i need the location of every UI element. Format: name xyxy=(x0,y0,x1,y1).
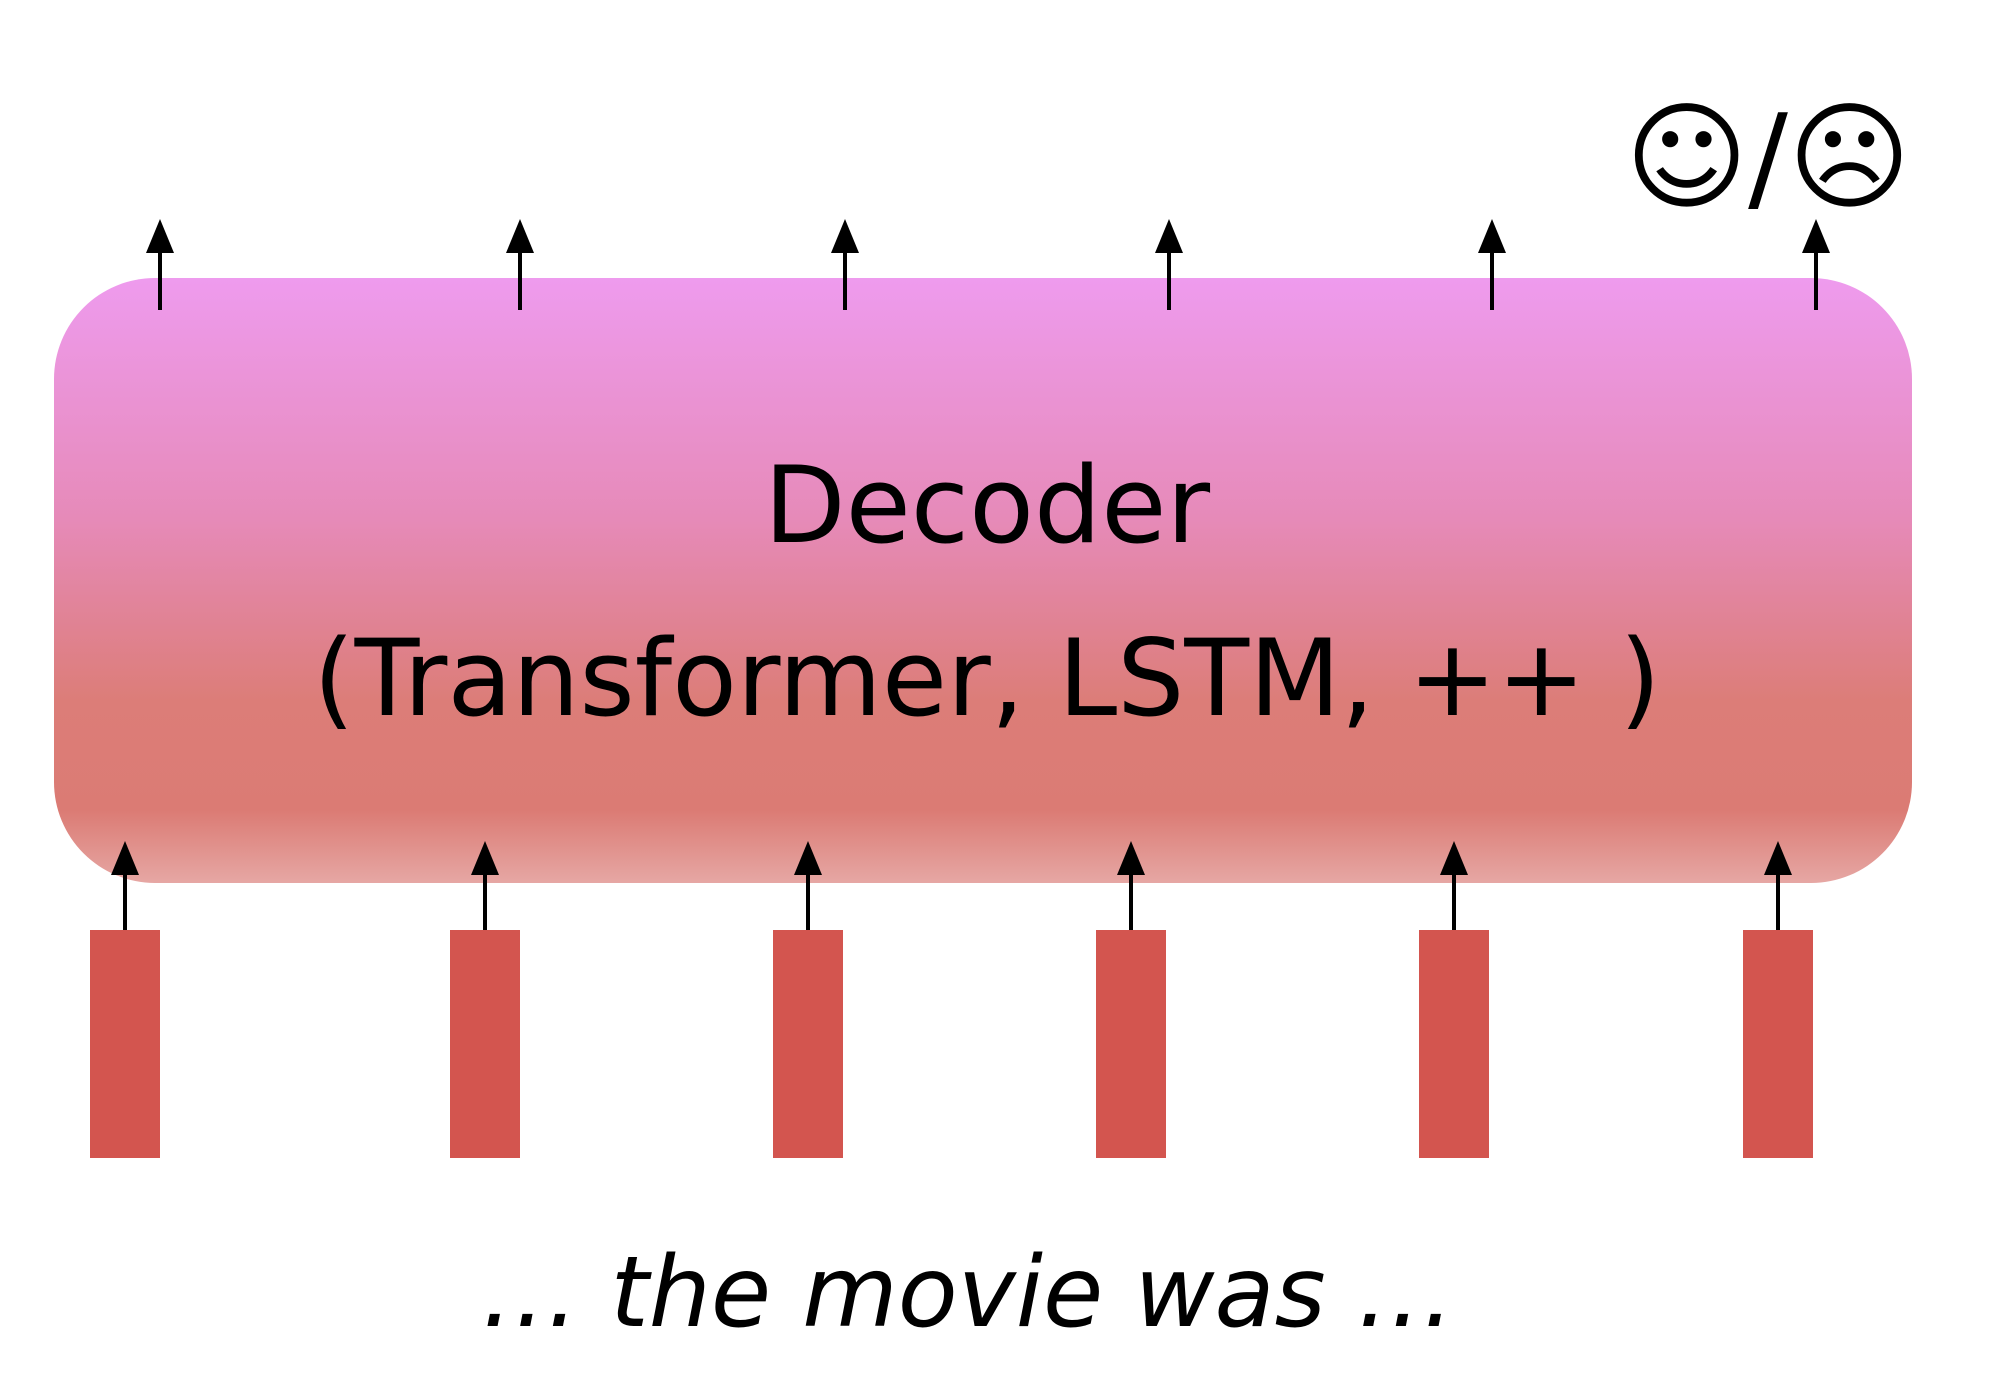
input-arrow-1 xyxy=(111,841,139,932)
input-arrow-5 xyxy=(1440,841,1468,932)
output-arrow-5 xyxy=(1478,219,1506,310)
input-caption: … the movie was … xyxy=(481,1236,1455,1350)
output-arrow-1 xyxy=(146,219,174,310)
output-arrow-4 xyxy=(1155,219,1183,310)
token-embedding-5 xyxy=(1419,930,1489,1158)
decoder-box xyxy=(54,278,1912,883)
token-embedding-4 xyxy=(1096,930,1166,1158)
input-arrow-4 xyxy=(1117,841,1145,932)
input-arrows xyxy=(111,841,1792,932)
token-embedding-1 xyxy=(90,930,160,1158)
token-embedding-3 xyxy=(773,930,843,1158)
input-arrow-3 xyxy=(794,841,822,932)
output-arrow-6 xyxy=(1802,219,1830,310)
input-arrow-6 xyxy=(1764,841,1792,932)
token-embedding-6 xyxy=(1743,930,1813,1158)
decoder-subtitle: (Transformer, LSTM, ++ ) xyxy=(313,617,1660,740)
output-arrows xyxy=(146,219,1830,310)
token-embeddings xyxy=(90,930,1813,1158)
decoder-title: Decoder xyxy=(764,444,1210,567)
input-arrow-2 xyxy=(471,841,499,932)
output-arrow-3 xyxy=(831,219,859,310)
output-arrow-2 xyxy=(506,219,534,310)
sentiment-label: ☺/☹ xyxy=(1625,88,1911,226)
token-embedding-2 xyxy=(450,930,520,1158)
